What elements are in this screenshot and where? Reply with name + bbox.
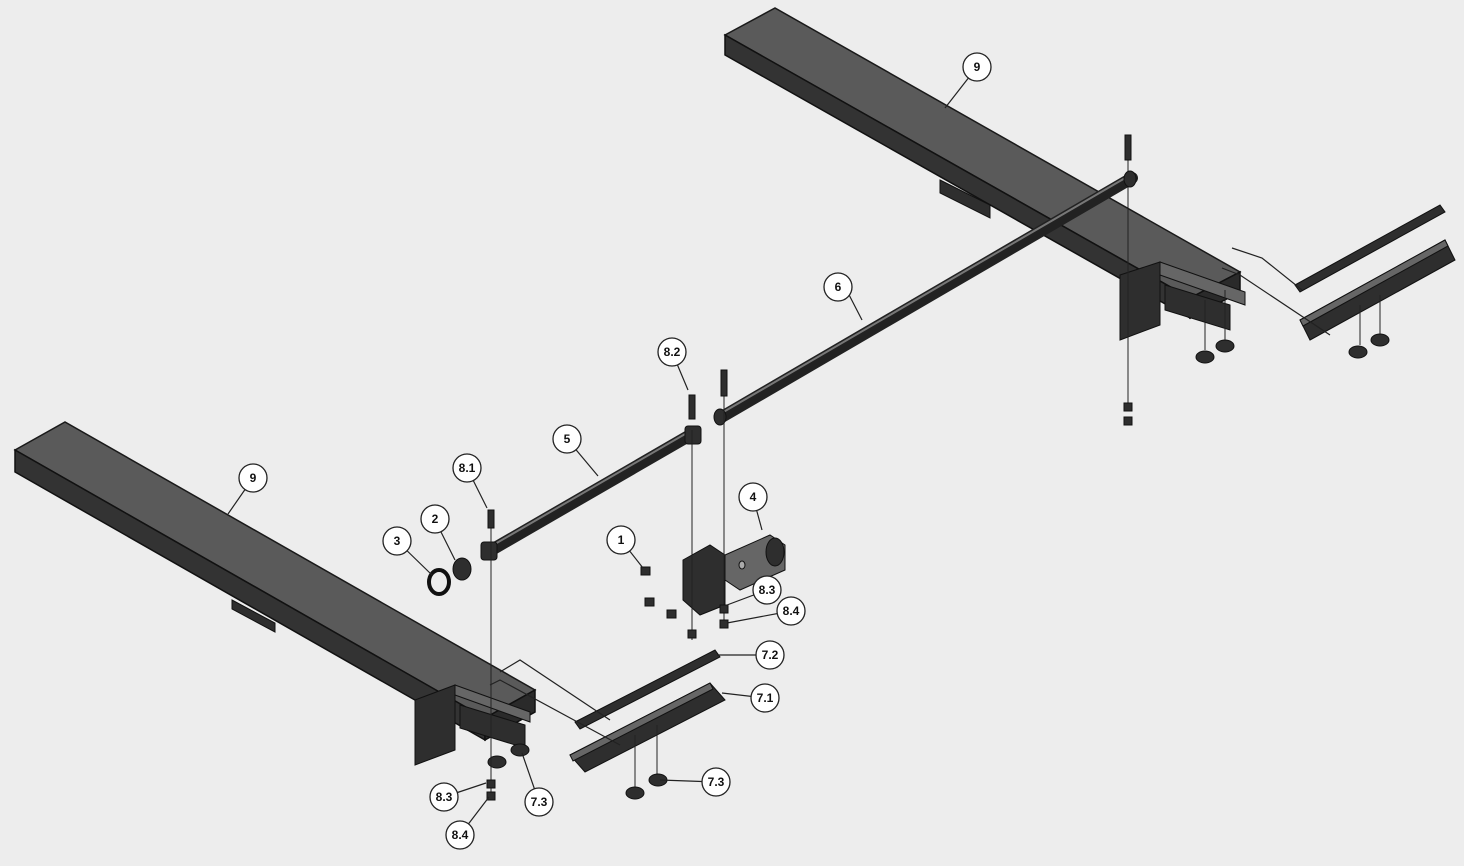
callout-7-3-right: 7.3 — [701, 767, 731, 797]
left-mount-plates — [489, 649, 726, 800]
callout-3: 3 — [382, 526, 412, 556]
callout-8-2: 8.2 — [657, 337, 687, 367]
callout-8-3-bottom: 8.3 — [429, 782, 459, 812]
callout-7-3-left: 7.3 — [524, 787, 554, 817]
callout-8-4-mid: 8.4 — [776, 596, 806, 626]
callout-2-label: 2 — [432, 512, 439, 526]
shaft-5 — [480, 425, 702, 561]
washer-3 — [427, 568, 451, 596]
left-end-bracket — [414, 684, 531, 769]
callout-7-2: 7.2 — [755, 640, 785, 670]
callout-8-1: 8.1 — [452, 453, 482, 483]
callout-9-left: 9 — [238, 463, 268, 493]
callout-8-3-mid: 8.3 — [752, 575, 782, 605]
callout-7-3-right-label: 7.3 — [708, 775, 725, 789]
left-beam — [13, 421, 537, 742]
callout-5-label: 5 — [564, 432, 571, 446]
callout-7-1: 7.1 — [750, 683, 780, 713]
callout-7-2-label: 7.2 — [762, 648, 779, 662]
left-vertical-bolt — [486, 509, 496, 801]
callout-5: 5 — [552, 424, 582, 454]
leader-lines — [227, 66, 978, 836]
callout-4-label: 4 — [750, 490, 757, 504]
right-beam — [723, 7, 1242, 320]
callout-9-left-label: 9 — [250, 471, 257, 485]
callout-1: 1 — [606, 525, 636, 555]
right-mount-plates — [1221, 204, 1456, 359]
callout-4: 4 — [738, 482, 768, 512]
gear-motor-4 — [682, 534, 786, 616]
callout-9-right-label: 9 — [974, 60, 981, 74]
callout-9-right: 9 — [962, 52, 992, 82]
callout-8-4-mid-label: 8.4 — [783, 604, 800, 618]
callout-8-2-label: 8.2 — [664, 345, 681, 359]
callout-8-1-label: 8.1 — [459, 461, 476, 475]
callout-7-1-label: 7.1 — [757, 691, 774, 705]
washer-2 — [452, 557, 472, 581]
callout-8-3-mid-label: 8.3 — [759, 583, 776, 597]
callout-8-4-bottom-label: 8.4 — [452, 828, 469, 842]
right-end-bracket — [1119, 261, 1246, 364]
shaft-6 — [713, 170, 1138, 426]
callout-1-label: 1 — [618, 533, 625, 547]
callout-2: 2 — [420, 504, 450, 534]
callout-7-3-left-label: 7.3 — [531, 795, 548, 809]
callout-6: 6 — [823, 272, 853, 302]
callout-8-3-bottom-label: 8.3 — [436, 790, 453, 804]
callout-6-label: 6 — [835, 280, 842, 294]
callout-3-label: 3 — [394, 534, 401, 548]
motor-fasteners — [640, 369, 729, 640]
callout-8-4-bottom: 8.4 — [445, 820, 475, 850]
